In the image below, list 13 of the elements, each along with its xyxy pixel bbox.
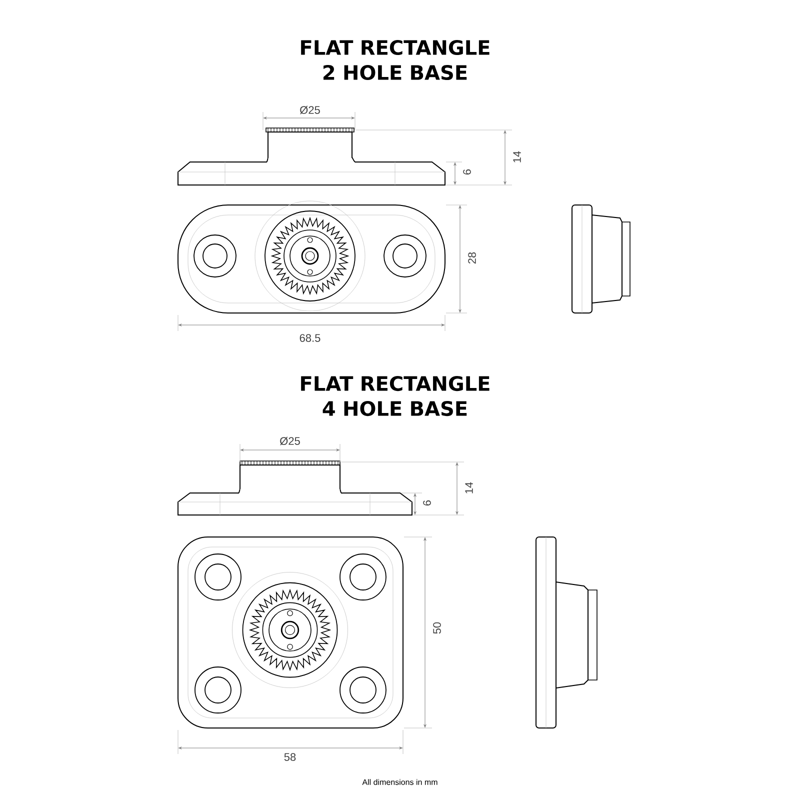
dimension-label: 14 <box>465 482 473 494</box>
dimension-label: 14 <box>513 151 521 162</box>
dimension-label: Ø25 <box>280 436 300 446</box>
dimension-label: 6 <box>423 500 431 506</box>
heading: FLAT RECTANGLE 4 HOLE BASE <box>301 376 490 416</box>
dimension-label: 68.5 <box>300 334 320 342</box>
heading: FLAT RECTANGLE 2 HOLE BASE <box>301 40 490 80</box>
dimension-label: 58 <box>284 753 296 761</box>
dimension-label: 6 <box>463 169 471 174</box>
dimension-label: 28 <box>468 252 476 264</box>
dimension-label: 50 <box>433 622 441 634</box>
dimension-label: Ø25 <box>300 106 320 114</box>
note: All dimensions in mm <box>362 779 438 785</box>
